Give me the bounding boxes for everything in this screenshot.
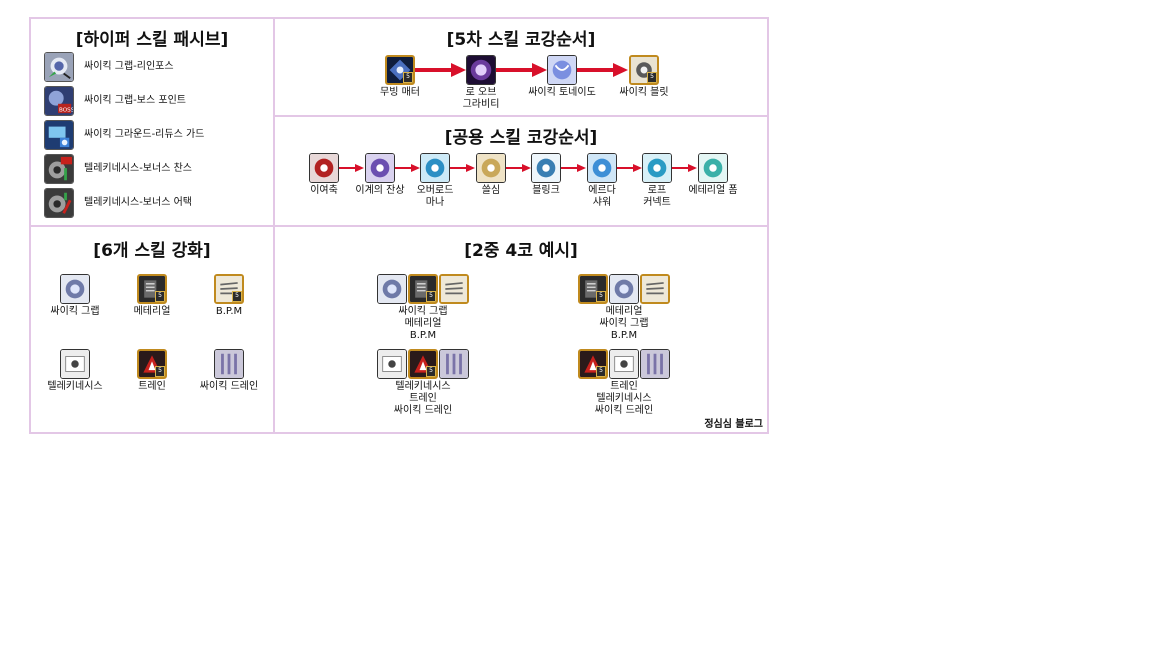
train-icon: 5 <box>137 349 167 379</box>
bpm-icon <box>640 274 670 304</box>
fifth-label-4: 싸이킥 블릿 <box>619 87 669 98</box>
arrow-icon <box>617 164 642 172</box>
example-2-line-1: 메테리얼 <box>605 306 643 317</box>
common-skill-label: 에테리얼 폼 <box>688 185 738 196</box>
example-4-line-2: 텔레키네시스 <box>596 393 652 404</box>
psychic-grab-reinforce-icon <box>44 52 74 82</box>
example-3-line-3: 싸이킥 드레인 <box>393 405 453 416</box>
psychic-materialize-icon: 5 <box>578 274 608 304</box>
arrow-icon <box>395 164 420 172</box>
rope-connect-icon <box>642 153 672 183</box>
common-skill-label: 블링크 <box>532 185 560 196</box>
example-4-line-3: 싸이킥 드레인 <box>594 405 654 416</box>
psychic-grab-icon <box>609 274 639 304</box>
common-skill-label: 로프 <box>647 185 667 196</box>
blink-icon <box>531 153 561 183</box>
enhance-label-4: 텔레키네시스 <box>47 381 103 392</box>
train-icon: 5 <box>578 349 608 379</box>
psychic-ground-reduce-guard-icon <box>44 120 74 150</box>
psychic-drain-icon <box>214 349 244 379</box>
six-enhance-title: [6개 스킬 강화] <box>93 241 211 261</box>
common-skill-label: 샤워 <box>592 197 612 208</box>
common-skill-label: 쓸심 <box>481 185 501 196</box>
double-four-panel: [2중 4코 예시] 5 싸이킥 그랩 메테리얼 B.P.M 5 메테리얼 싸이… <box>273 225 769 434</box>
otherworld-afterimage-icon <box>365 153 395 183</box>
psychic-materialize-icon: 5 <box>408 274 438 304</box>
arrow-icon <box>577 63 628 77</box>
psychic-materialize-icon: 5 <box>137 274 167 304</box>
sol-janus-icon <box>476 153 506 183</box>
arrow-icon <box>450 164 475 172</box>
psychic-tornado-icon <box>547 55 577 85</box>
moving-matter-icon: 5 <box>385 55 415 85</box>
example-3-line-2: 트레인 <box>409 393 437 404</box>
svg-text:BOSS: BOSS <box>59 107 73 113</box>
fifth-order-panel: [5차 스킬 코강순서] 5 5 무빙 매터 로 오브 그라비티 싸이킥 토네이… <box>273 17 769 117</box>
psychic-drain-icon <box>640 349 670 379</box>
common-skill-label: 오버로드 <box>416 185 454 196</box>
example-3-line-1: 텔레키네시스 <box>395 381 451 392</box>
telekinesis-bonus-chance-icon <box>44 154 74 184</box>
common-skill-label: 마나 <box>425 197 445 208</box>
law-of-gravity-icon <box>466 55 496 85</box>
fifth-label-2b: 그라비티 <box>462 99 500 110</box>
psychic-grab-boss-point-icon: BOSS <box>44 86 74 116</box>
arrow-icon <box>561 164 586 172</box>
six-enhance-panel: [6개 스킬 강화] 5 5 싸이킥 그랩 메테리얼 B.P.M 5 텔레키네시… <box>29 225 275 434</box>
hyper-passive-title: [하이퍼 스킬 패시브] <box>75 30 229 50</box>
arrow-icon <box>496 63 547 77</box>
enhance-label-5: 트레인 <box>138 381 166 392</box>
example-1-line-3: B.P.M <box>409 330 437 341</box>
psychic-grab-icon <box>377 274 407 304</box>
arrow-icon <box>339 164 364 172</box>
ethereal-form-icon <box>698 153 728 183</box>
telekinesis-icon <box>60 349 90 379</box>
telekinesis-icon <box>377 349 407 379</box>
enhance-label-1: 싸이킥 그랩 <box>50 306 100 317</box>
psychic-drain-icon <box>439 349 469 379</box>
arrow-icon <box>506 164 531 172</box>
hyper-passive-label-4: 텔레키네시스-보너스 찬스 <box>84 163 192 174</box>
common-skill-label: 이여축 <box>310 185 338 196</box>
enhance-label-2: 메테리얼 <box>133 306 171 317</box>
bpm-icon <box>439 274 469 304</box>
fifth-label-2a: 로 오브 <box>465 87 497 98</box>
fifth-label-3: 싸이킥 토네이도 <box>528 87 596 98</box>
psychic-grab-icon <box>60 274 90 304</box>
example-1-line-2: 메테리얼 <box>404 318 442 329</box>
psychic-bullet-icon: 5 <box>629 55 659 85</box>
example-4-line-1: 트레인 <box>610 381 638 392</box>
erda-shower-icon <box>587 153 617 183</box>
hyper-passive-panel: [하이퍼 스킬 패시브] 싸이킥 그랩-리인포스 BOSS 싸이킥 그랩-보스 … <box>29 17 275 227</box>
hyper-passive-label-3: 싸이킥 그라운드-리듀스 가드 <box>84 129 205 140</box>
arrow-icon <box>415 63 466 77</box>
common-skill-1-icon <box>309 153 339 183</box>
overload-mana-icon <box>420 153 450 183</box>
train-icon: 5 <box>408 349 438 379</box>
telekinesis-icon <box>609 349 639 379</box>
common-skill-label: 에르다 <box>588 185 616 196</box>
example-1-line-1: 싸이킥 그랩 <box>398 306 448 317</box>
blog-signature: 정심심 블로그 <box>704 419 763 430</box>
fifth-order-title: [5차 스킬 코강순서] <box>446 30 596 50</box>
double-four-title: [2중 4코 예시] <box>464 241 578 261</box>
bpm-icon: 5 <box>214 274 244 304</box>
arrow-icon <box>672 164 697 172</box>
common-skill-label: 커넥트 <box>643 197 671 208</box>
telekinesis-bonus-attack-icon <box>44 188 74 218</box>
enhance-label-6: 싸이킥 드레인 <box>199 381 259 392</box>
enhance-label-3: B.P.M <box>215 306 243 317</box>
example-2-line-2: 싸이킥 그랩 <box>599 318 649 329</box>
fifth-label-1: 무빙 매터 <box>380 87 420 98</box>
example-2-line-3: B.P.M <box>610 330 638 341</box>
hyper-passive-label-5: 텔레키네시스-보너스 어택 <box>84 197 192 208</box>
hyper-passive-label-2: 싸이킥 그랩-보스 포인트 <box>84 95 186 106</box>
common-order-title: [공용 스킬 코강순서] <box>444 128 598 148</box>
common-skill-label: 이계의 잔상 <box>355 185 405 196</box>
hyper-passive-label-1: 싸이킥 그랩-리인포스 <box>84 61 174 72</box>
